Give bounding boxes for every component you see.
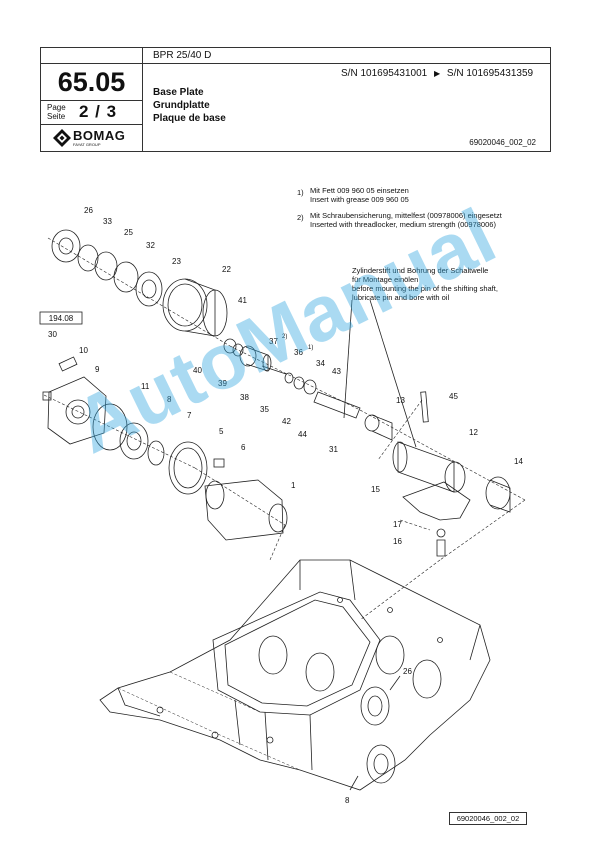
ring-40 [232, 343, 244, 357]
arrow-icon: ▶ [433, 69, 441, 78]
fork-15 [402, 481, 471, 521]
part-label: 36 [294, 348, 303, 357]
ring-36 [284, 372, 294, 384]
part-label: 7 [187, 411, 192, 420]
part-label: 16 [393, 537, 402, 546]
page-label: Page Seite [47, 103, 66, 121]
title-en: Base Plate [153, 87, 204, 98]
part-label: 8 [167, 395, 172, 404]
bushing-14 [485, 476, 511, 510]
part-label: 22 [222, 265, 231, 274]
callout-note: Zylinderstift und Bohrung der Schaltwell… [352, 266, 498, 302]
disc-23 [135, 271, 163, 307]
screw-16 [436, 539, 446, 557]
part-label: 42 [282, 417, 291, 426]
divider [142, 63, 551, 64]
ring-25 [94, 251, 118, 281]
bearing-26 [51, 229, 81, 263]
divider [41, 100, 142, 101]
part-label: 8 [345, 796, 350, 805]
part-label: 33 [103, 217, 112, 226]
part-label: 31 [329, 445, 338, 454]
part-label: 43 [332, 367, 341, 376]
part-label: 14 [514, 457, 523, 466]
pin-37 [261, 365, 287, 375]
part-label: 44 [298, 430, 307, 439]
part-label: 35 [260, 405, 269, 414]
ring-7 [147, 440, 165, 466]
ring-43 [303, 379, 317, 395]
part-13 [364, 414, 380, 432]
page-titles: Base Plate Grundplatte Plaque de base [153, 86, 226, 125]
part-label: 26 [84, 206, 93, 215]
part-label: 40 [193, 366, 202, 375]
ring-41 [223, 338, 237, 354]
part-label: 11 [141, 382, 150, 391]
ring-33 [77, 244, 99, 272]
screw-10 [58, 356, 78, 372]
bomag-logo: BOMAG FAYAT GROUP [53, 127, 133, 149]
divider [41, 63, 142, 64]
part-label: 38 [240, 393, 249, 402]
part-label: 34 [316, 359, 325, 368]
divider [142, 48, 143, 151]
bushing-39 [239, 345, 257, 367]
part-label: 23 [172, 257, 181, 266]
ref-box [39, 311, 83, 325]
part-label: 45 [449, 392, 458, 401]
part-label: 25 [124, 228, 133, 237]
part-label: 30 [48, 330, 57, 339]
part-label: 32 [146, 241, 155, 250]
svg-text:2): 2) [282, 334, 287, 340]
model-name: BPR 25/40 D [153, 50, 212, 61]
part-label: 5 [219, 427, 224, 436]
plug-30 [42, 391, 52, 401]
svg-text:1): 1) [308, 345, 313, 351]
part-label: 9 [95, 365, 100, 374]
oring-11 [92, 403, 128, 451]
part-label: 17 [393, 520, 402, 529]
shaft-31 [313, 391, 361, 419]
title-de: Grundplatte [153, 100, 210, 111]
key-6 [213, 458, 225, 468]
cover-9 [47, 376, 107, 445]
washer-17 [436, 528, 446, 538]
footer-ref: 69020046_002_02 [449, 812, 527, 825]
bearing-8-bottom [366, 744, 396, 784]
part-label: 39 [218, 379, 227, 388]
part-label: 26 [403, 667, 412, 676]
bomag-diamond-icon [53, 129, 71, 147]
part-label: 15 [371, 485, 380, 494]
bearing-26-bottom [360, 686, 390, 726]
page-number: 2 / 3 [79, 102, 118, 121]
section-number: 65.05 [57, 67, 126, 97]
drawing-ref: 69020046_002_02 [469, 138, 536, 147]
part-label: 13 [396, 396, 405, 405]
shaft-1 [204, 479, 284, 541]
serial-range: S/N 101695431001 ▶ S/N 101695431359 [341, 68, 534, 79]
pin-45 [420, 391, 429, 423]
logo-subtext: FAYAT GROUP [73, 142, 101, 147]
gear-5 [168, 441, 208, 495]
part-label: 6 [241, 443, 246, 452]
logo-text: BOMAG [73, 128, 126, 143]
ring-32 [113, 261, 139, 293]
title-fr: Plaque de base [153, 113, 226, 124]
base-plate [99, 559, 491, 791]
divider [41, 124, 142, 125]
ring-34 [293, 376, 305, 390]
header-box: 65.05 Page Seite 2 / 3 BOMAG FAYAT GROUP… [40, 47, 551, 152]
part-label: 37 [269, 337, 278, 346]
part-label: 12 [469, 428, 478, 437]
ref-box-label: 194.08 [49, 314, 74, 323]
bearing-8 [119, 422, 149, 460]
part-label: 41 [238, 296, 247, 305]
part-label: 10 [79, 346, 88, 355]
part-label: 1 [291, 481, 296, 490]
